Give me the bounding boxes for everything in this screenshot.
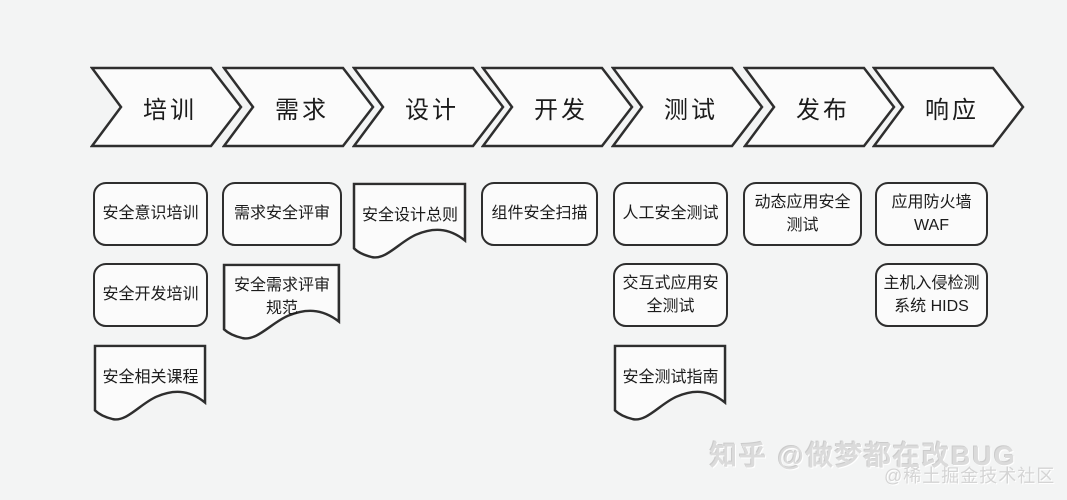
stage-item-document: 安全需求评审 规范 bbox=[222, 263, 342, 343]
stage-chevron-release: 发布 bbox=[743, 66, 896, 148]
chevron-arrow-shape bbox=[222, 66, 375, 148]
stage-item-label: 安全测试指南 bbox=[622, 369, 719, 387]
stage-item-label: 组件安全扫描 bbox=[491, 205, 588, 223]
chevron-arrow-shape bbox=[872, 66, 1025, 148]
stage-item: 动态应用安全 测试 bbox=[743, 182, 862, 246]
chevron-arrow-shape bbox=[611, 66, 764, 148]
stage-item-label: 交互式应用安 全测试 bbox=[622, 274, 719, 315]
stage-chevron-design: 设计 bbox=[352, 66, 505, 148]
stage-item: 安全意识培训 bbox=[93, 182, 208, 246]
stage-item: 人工安全测试 bbox=[613, 182, 728, 246]
stage-label: 测试 bbox=[664, 96, 718, 124]
chevron-arrow-shape bbox=[743, 66, 896, 148]
stage-item-label: 需求安全评审 bbox=[233, 205, 330, 223]
stage-label: 培训 bbox=[143, 96, 197, 124]
stage-column-response: 应用防火墙 WAF 主机入侵检测 系统 HIDS bbox=[875, 182, 988, 327]
stage-item-label: 安全需求评审 规范 bbox=[233, 276, 330, 317]
stage-column-requirements: 需求安全评审 安全需求评审 规范 bbox=[222, 182, 342, 343]
stage-item: 主机入侵检测 系统 HIDS bbox=[875, 263, 988, 327]
stage-label: 发布 bbox=[796, 96, 850, 124]
stage-label: 响应 bbox=[925, 96, 979, 124]
chevron-arrow-shape bbox=[90, 66, 243, 148]
stage-column-design: 安全设计总则 bbox=[352, 182, 468, 262]
stage-column-development: 组件安全扫描 bbox=[481, 182, 598, 246]
stage-item-label: 动态应用安全 测试 bbox=[754, 193, 851, 234]
stage-chevron-training: 培训 bbox=[90, 66, 243, 148]
stage-label: 需求 bbox=[275, 96, 329, 124]
stage-column-release: 动态应用安全 测试 bbox=[743, 182, 862, 246]
stage-item: 交互式应用安 全测试 bbox=[613, 263, 728, 327]
stage-item-label: 应用防火墙 WAF bbox=[891, 193, 972, 234]
stage-item-document: 安全相关课程 bbox=[93, 344, 208, 424]
chevron-arrow-shape bbox=[352, 66, 505, 148]
stage-column-training: 安全意识培训 安全开发培训 安全相关课程 bbox=[93, 182, 208, 424]
stage-chevron-requirements: 需求 bbox=[222, 66, 375, 148]
stage-item-label: 人工安全测试 bbox=[622, 205, 719, 223]
document-shape bbox=[352, 182, 467, 259]
stage-chevron-response: 响应 bbox=[872, 66, 1025, 148]
stage-chevron-development: 开发 bbox=[481, 66, 634, 148]
stage-label: 设计 bbox=[405, 96, 459, 124]
stage-item: 安全开发培训 bbox=[93, 263, 208, 327]
stage-item-document: 安全测试指南 bbox=[613, 344, 728, 424]
stage-item-label: 主机入侵检测 系统 HIDS bbox=[883, 274, 980, 315]
chevron-arrow-shape bbox=[481, 66, 634, 148]
stage-label: 开发 bbox=[534, 96, 588, 124]
document-shape bbox=[613, 344, 727, 421]
document-shape bbox=[93, 344, 207, 421]
stage-column-testing: 人工安全测试 交互式应用安 全测试 安全测试指南 bbox=[613, 182, 728, 424]
watermark-zhihu: 知乎 @做梦都在改BUG bbox=[710, 441, 1017, 471]
stage-item-label: 安全开发培训 bbox=[102, 286, 199, 304]
stage-item-label: 安全意识培训 bbox=[102, 205, 199, 223]
stage-item-label: 安全相关课程 bbox=[102, 369, 199, 387]
stage-item: 应用防火墙 WAF bbox=[875, 182, 988, 246]
stage-chevron-testing: 测试 bbox=[611, 66, 764, 148]
stage-item: 需求安全评审 bbox=[222, 182, 342, 246]
stage-item-document: 安全设计总则 bbox=[352, 182, 468, 262]
stage-item: 组件安全扫描 bbox=[481, 182, 598, 246]
watermark-juejin: @稀土掘金技术社区 bbox=[884, 466, 1056, 486]
document-shape bbox=[222, 263, 341, 340]
stage-item-label: 安全设计总则 bbox=[361, 207, 458, 225]
